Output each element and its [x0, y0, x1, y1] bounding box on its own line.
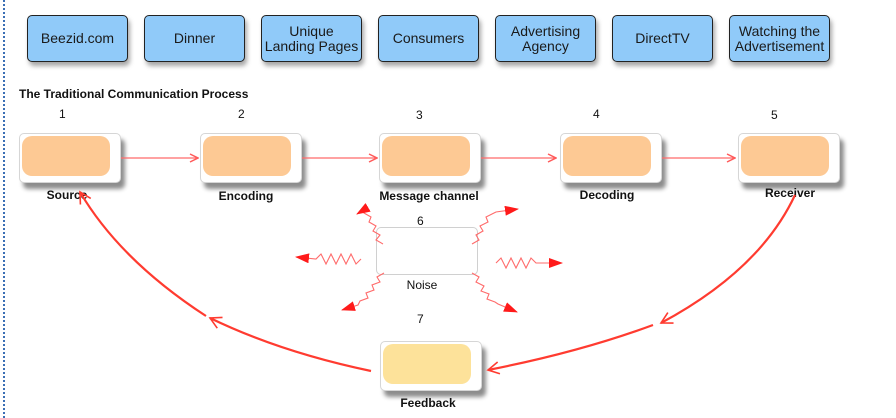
beezid-button[interactable]: Beezid.com	[27, 15, 128, 62]
step-number-7: 7	[417, 312, 424, 326]
noise-wave-lower-right	[471, 272, 518, 313]
receiver-label: Receiver	[764, 186, 816, 200]
step-number-1: 1	[59, 107, 66, 121]
noise-label: Noise	[406, 278, 438, 292]
consumers-button[interactable]: Consumers	[378, 15, 479, 62]
unique-landing-pages-button[interactable]: Unique Landing Pages	[261, 15, 362, 62]
source-label: Source	[46, 188, 88, 202]
page-left-border	[3, 0, 5, 418]
arrow-receiver-to-curve	[659, 194, 796, 324]
arrow-curve-to-source	[79, 190, 207, 317]
noise-wave-upper-right	[471, 205, 519, 245]
message-channel-node[interactable]	[379, 133, 481, 183]
noise-wave-left	[295, 252, 362, 266]
source-node[interactable]	[19, 133, 121, 183]
receiver-node[interactable]	[738, 133, 840, 183]
noise-wave-right	[495, 256, 563, 270]
feedback-node[interactable]	[380, 341, 482, 391]
receiver-node-fill	[741, 136, 829, 176]
encoding-node-fill	[203, 136, 291, 176]
encoding-node[interactable]	[200, 133, 302, 183]
advertising-agency-button[interactable]: Advertising Agency	[495, 15, 596, 62]
step-number-5: 5	[771, 108, 778, 122]
noise-wave-upper-left	[356, 203, 384, 245]
directtv-button[interactable]: DirectTV	[612, 15, 713, 62]
feedback-node-fill	[383, 344, 471, 384]
step-number-3: 3	[416, 108, 423, 122]
arrow-curve-to-feedback	[486, 323, 654, 375]
source-node-fill	[22, 136, 110, 176]
step-number-2: 2	[238, 107, 245, 121]
message-channel-node-fill	[382, 136, 470, 176]
dinner-button[interactable]: Dinner	[144, 15, 245, 62]
feedback-label: Feedback	[400, 396, 456, 410]
arrow-feedback-to-curve	[208, 316, 372, 373]
noise-wave-lower-left	[341, 272, 385, 311]
decoding-node-fill	[563, 136, 651, 176]
diagram-title: The Traditional Communication Process	[19, 87, 249, 101]
step-number-6: 6	[417, 214, 424, 228]
decoding-label: Decoding	[579, 188, 635, 202]
encoding-label: Encoding	[218, 189, 274, 203]
decoding-node[interactable]	[560, 133, 662, 183]
noise-node[interactable]	[376, 227, 478, 275]
message-channel-label: Message channel	[379, 189, 479, 203]
step-number-4: 4	[593, 107, 600, 121]
watching-advertisement-button[interactable]: Watching the Advertisement	[729, 15, 830, 62]
